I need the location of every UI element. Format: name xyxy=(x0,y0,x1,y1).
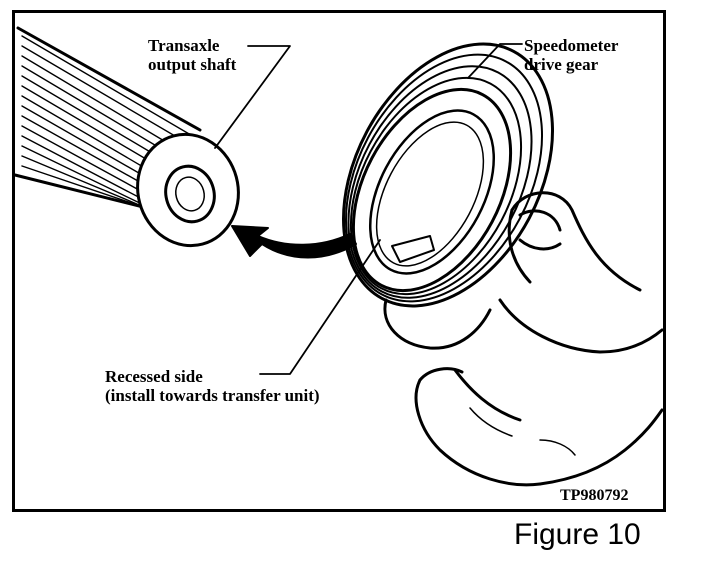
leader-lines xyxy=(214,43,523,375)
figure-caption: Figure 10 xyxy=(514,518,641,551)
label-gear-line1: Speedometer xyxy=(524,36,619,55)
hand xyxy=(383,191,664,487)
drawing-code: TP980792 xyxy=(560,487,629,504)
label-recessed-side: Recessed side(install towards transfer u… xyxy=(105,367,320,405)
label-recess-line1: Recessed side xyxy=(105,367,203,386)
output-shaft xyxy=(13,26,240,248)
label-recess-line2: (install towards transfer unit) xyxy=(105,386,320,405)
label-shaft-line1: Transaxle xyxy=(148,36,220,55)
label-gear-line2: drive gear xyxy=(524,55,599,74)
figure-frame xyxy=(12,10,666,512)
direction-arrow xyxy=(231,225,357,259)
label-shaft-line2: output shaft xyxy=(148,55,237,74)
